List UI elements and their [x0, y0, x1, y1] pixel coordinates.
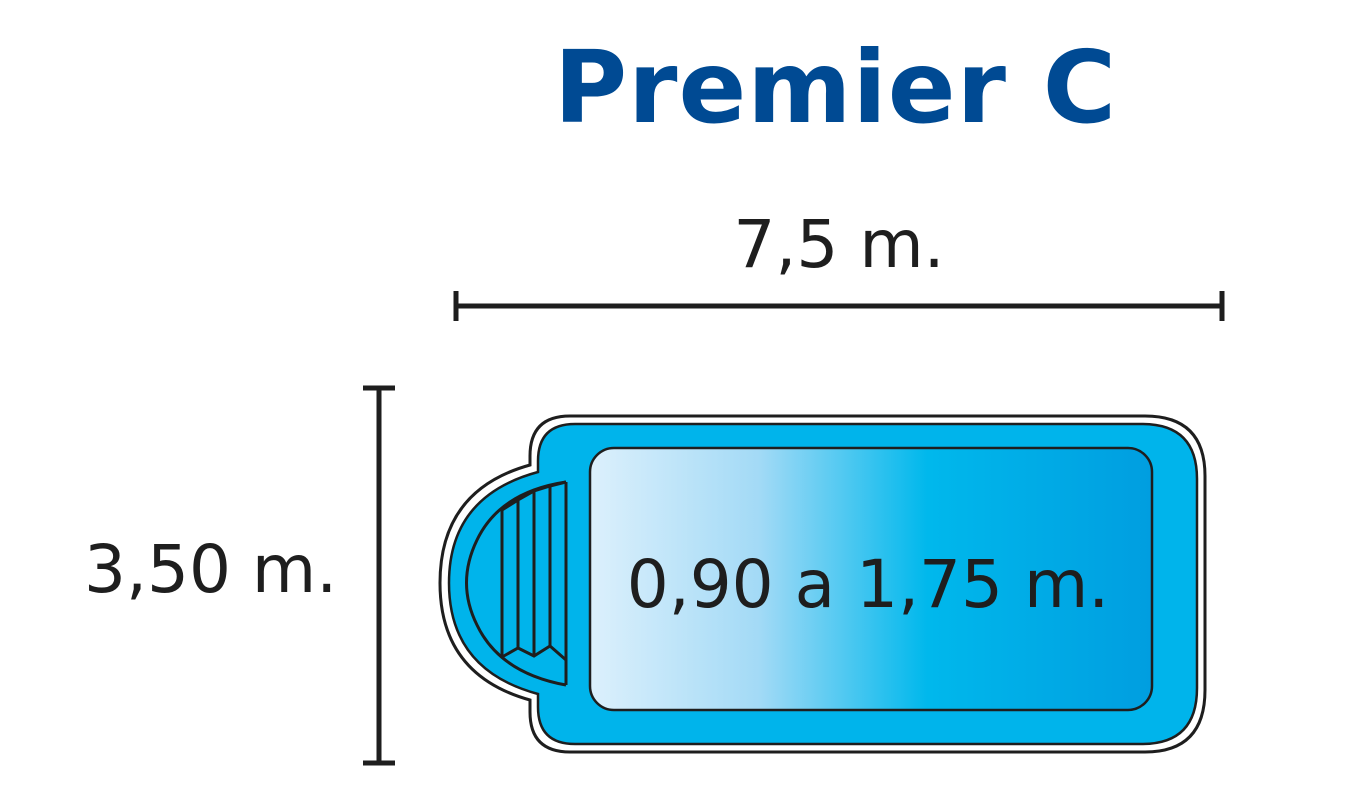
depth-label: 0,90 a 1,75 m.	[626, 546, 1110, 623]
height-label: 3,50 m.	[84, 531, 338, 608]
pool-inner-area	[588, 446, 1154, 712]
width-dimension-line	[453, 291, 1225, 321]
page-title: Premier C	[553, 29, 1118, 146]
width-label: 7,5 m.	[733, 206, 945, 283]
pool-steps-icon	[465, 480, 568, 687]
height-dimension-line	[363, 385, 395, 766]
pool-shape	[438, 414, 1207, 754]
